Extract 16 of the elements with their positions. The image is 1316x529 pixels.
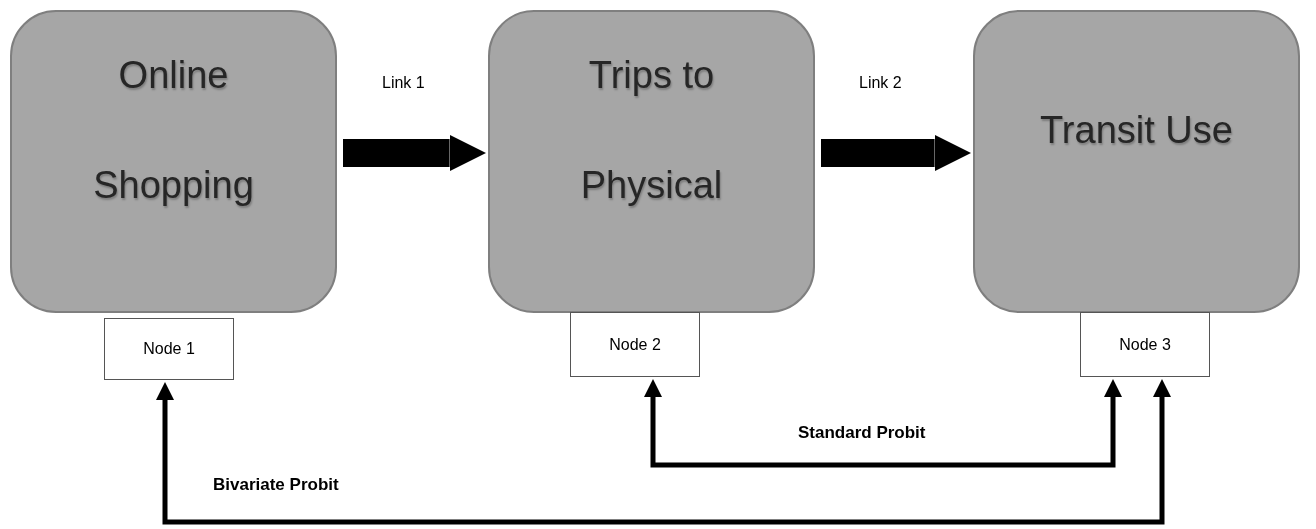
process-box [973,10,1300,313]
process-box [488,10,815,313]
box-title: Trips to Physical [579,53,724,208]
connector-arrow [644,379,1122,468]
block-arrow [343,134,486,172]
node-box [104,318,234,380]
node-box [1080,312,1210,377]
node-label: Node 1 [143,340,195,358]
box-title: Online Shopping [92,53,255,208]
process-box [10,10,337,313]
box-title: Transit Use [1039,108,1234,153]
node-label: Node 2 [609,335,661,354]
node-label: Node 3 [1119,335,1171,354]
block-arrow [821,134,971,172]
connector-arrow [156,379,1171,525]
node-box [570,312,700,377]
